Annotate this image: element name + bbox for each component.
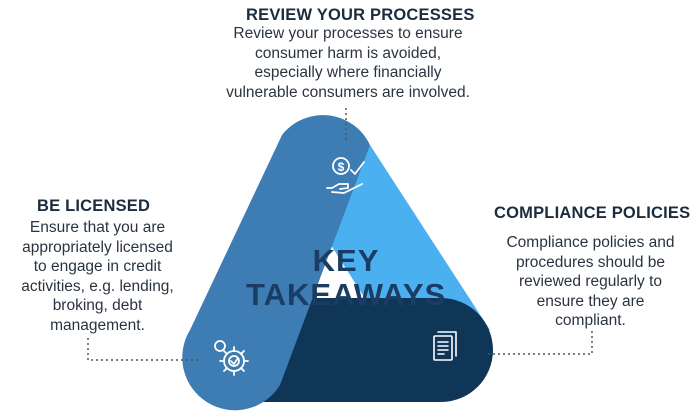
licensed-text: Ensure that you are appropriately licens… [21,219,174,334]
compliance-text: Compliance policies and procedures shoul… [506,234,675,329]
review-text: Review your processes to ensure consumer… [226,25,470,101]
gears-icon [214,340,249,376]
svg-text:$: $ [338,160,345,174]
center-label-line1: KEY [312,243,380,278]
hand-dollar-icon: $ [326,157,365,194]
triangle-left-bar [182,115,370,411]
licensed-title: BE LICENSED [37,197,151,215]
compliance-title: COMPLIANCE POLICIES [494,204,691,222]
triangle-bottom-bar [262,298,493,402]
document-icon [433,331,457,361]
review-title: REVIEW YOUR PROCESSES [246,6,475,24]
connector-left [87,338,198,361]
center-label-line2: TAKEAWAYS [246,277,447,312]
connector-right [488,330,593,355]
